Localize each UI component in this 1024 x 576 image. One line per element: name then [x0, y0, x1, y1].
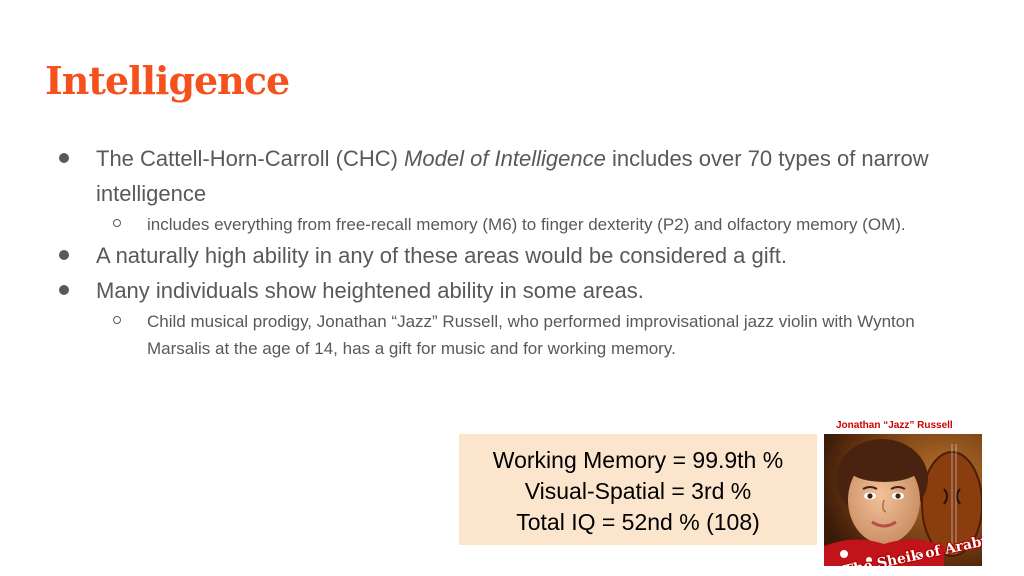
total-iq-score: Total IQ = 52nd % (108): [516, 509, 760, 535]
bullet-text: Many individuals show heightened ability…: [96, 278, 644, 303]
visual-spatial-score: Visual-Spatial = 3rd %: [524, 478, 752, 504]
bullet-text: A naturally high ability in any of these…: [96, 243, 787, 268]
working-memory-score: Working Memory = 99.9th %: [492, 447, 784, 473]
sub-bullet-text: Child musical prodigy, Jonathan “Jazz” R…: [147, 312, 915, 358]
slide-title: Intelligence: [45, 58, 290, 103]
bullet-text: The Cattell-Horn-Carroll (CHC): [96, 146, 405, 171]
bullet-dot-icon: [59, 250, 69, 260]
bullet-list: The Cattell-Horn-Carroll (CHC) Model of …: [58, 141, 978, 362]
bullet-text: includes over 70 types of narrow intelli…: [96, 146, 929, 206]
bullet-item: The Cattell-Horn-Carroll (CHC) Model of …: [58, 141, 978, 211]
photo-caption: Jonathan “Jazz” Russell: [836, 420, 953, 431]
sub-bullet-ring-icon: [113, 316, 121, 324]
sub-bullet-item: Child musical prodigy, Jonathan “Jazz” R…: [57, 308, 978, 362]
bullet-dot-icon: [59, 153, 69, 163]
scores-box: Working Memory = 99.9th % Visual-Spatial…: [459, 434, 817, 545]
sub-bullet-item: includes everything from free-recall mem…: [57, 211, 978, 238]
bullet-italic-text: Model of Intelligence: [404, 146, 606, 171]
bullet-item: Many individuals show heightened ability…: [58, 273, 978, 308]
bullet-item: A naturally high ability in any of these…: [58, 238, 978, 273]
bullet-dot-icon: [59, 285, 69, 295]
portrait-illustration: [824, 434, 982, 566]
sub-bullet-ring-icon: [113, 219, 121, 227]
album-cover-image: The Sheik of Araby: [824, 434, 982, 566]
sub-bullet-text: includes everything from free-recall mem…: [147, 215, 906, 234]
